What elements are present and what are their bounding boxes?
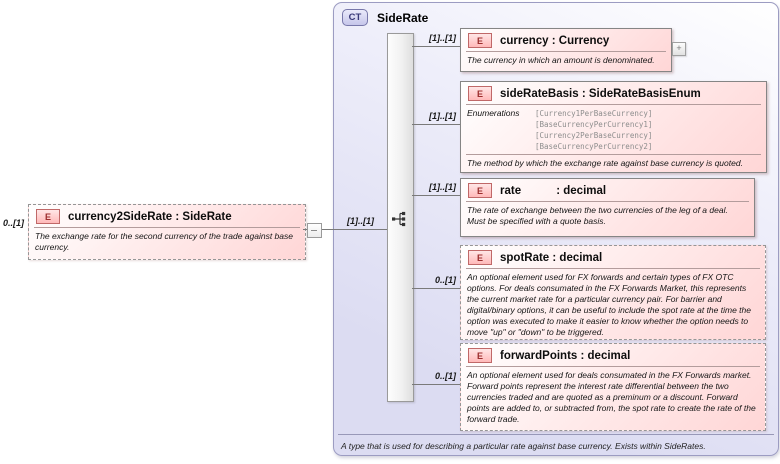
element-badge-icon: E: [468, 348, 492, 363]
connector-line: [412, 124, 460, 125]
element-description: The rate of exchange between the two cur…: [467, 205, 728, 226]
cardinality-label-sideratebasis: [1]..[1]: [429, 111, 456, 121]
enumeration-values: [Currency1PerBaseCurrency] [BaseCurrency…: [535, 108, 652, 152]
enumeration-value: [BaseCurrencyPerCurrency2]: [535, 142, 653, 151]
element-box-spotrate[interactable]: E spotRate : decimal An optional element…: [460, 245, 766, 340]
element-description: An optional element used for FX forwards…: [467, 272, 751, 337]
complextype-title: SideRate: [377, 10, 429, 25]
element-badge-icon: E: [468, 33, 492, 48]
divider: [466, 201, 749, 202]
element-box-currency2siderate[interactable]: E currency2SideRate : SideRate The excha…: [28, 204, 306, 260]
element-description: The method by which the exchange rate ag…: [467, 158, 743, 168]
connector-line: [412, 384, 460, 385]
cardinality-label-currency: [1]..[1]: [429, 33, 456, 43]
element-badge-icon: E: [468, 183, 492, 198]
divider: [466, 104, 761, 105]
divider: [466, 154, 761, 155]
element-box-sideratebasis[interactable]: E sideRateBasis : SideRateBasisEnum Enum…: [460, 81, 767, 173]
divider: [34, 227, 300, 228]
cardinality-label-connector: [1]..[1]: [347, 216, 374, 226]
element-title: spotRate : decimal: [500, 251, 603, 264]
connector-line: [303, 229, 387, 230]
element-badge-icon: E: [468, 250, 492, 265]
complextype-annotation: A type that is used for describing a par…: [341, 441, 706, 451]
element-box-rate[interactable]: E rate : decimal The rate of exchange be…: [460, 178, 755, 237]
connector-line: [412, 46, 460, 47]
footer-divider: [338, 434, 774, 435]
divider: [466, 268, 760, 269]
complextype-header: CT SideRate: [334, 3, 778, 32]
element-description: The currency in which an amount is denom…: [467, 55, 655, 65]
element-description: The exchange rate for the second currenc…: [35, 231, 293, 252]
cardinality-label-forwardpoints: 0..[1]: [434, 371, 456, 381]
connector-line: [412, 195, 460, 196]
enumeration-value: [Currency1PerBaseCurrency]: [535, 109, 653, 118]
element-badge-icon: E: [36, 209, 60, 224]
element-description: An optional element used for deals consu…: [467, 370, 756, 424]
cardinality-label-rate: [1]..[1]: [429, 182, 456, 192]
element-title: rate : decimal: [500, 184, 607, 197]
element-title: sideRateBasis : SideRateBasisEnum: [500, 87, 701, 100]
collapse-handle-icon[interactable]: [307, 223, 322, 238]
enumerations-section: Enumerations [Currency1PerBaseCurrency] …: [461, 105, 766, 154]
element-title: currency : Currency: [500, 34, 610, 47]
cardinality-label-currency2siderate: 0..[1]: [3, 218, 25, 228]
divider: [466, 51, 666, 52]
element-badge-icon: E: [468, 86, 492, 101]
connector-line: [412, 288, 460, 289]
element-box-currency[interactable]: E currency : Currency The currency in wh…: [460, 28, 672, 72]
enumeration-value: [BaseCurrencyPerCurrency1]: [535, 120, 653, 129]
complextype-badge-icon: CT: [342, 9, 368, 26]
cardinality-label-spotrate: 0..[1]: [434, 275, 456, 285]
element-box-forwardpoints[interactable]: E forwardPoints : decimal An optional el…: [460, 343, 766, 431]
enumerations-label: Enumerations: [467, 108, 520, 118]
divider: [466, 366, 760, 367]
element-title: forwardPoints : decimal: [500, 349, 631, 362]
element-title: currency2SideRate : SideRate: [68, 210, 232, 223]
expand-plus-icon[interactable]: +: [672, 42, 686, 56]
sequence-icon: [392, 211, 406, 227]
enumeration-value: [Currency2PerBaseCurrency]: [535, 131, 653, 140]
